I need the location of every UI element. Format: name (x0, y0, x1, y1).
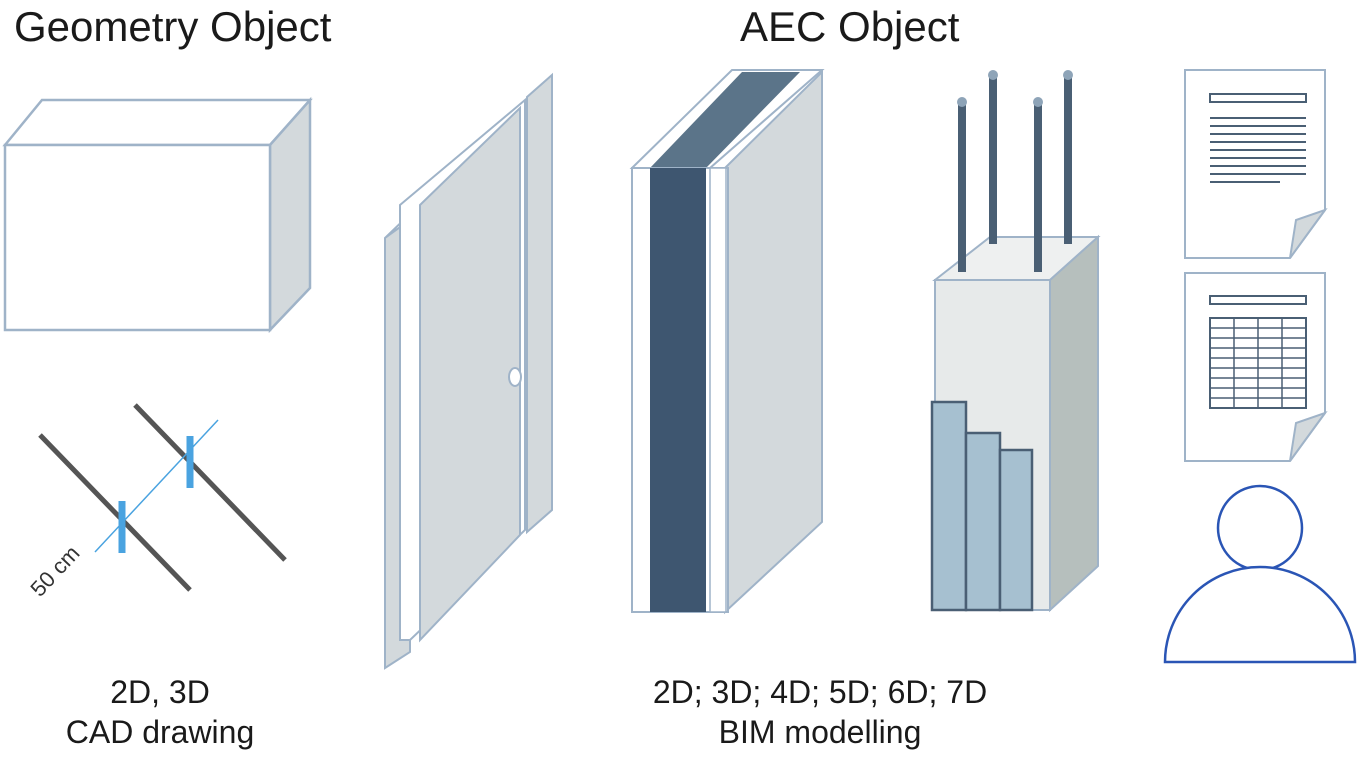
table-document-icon (1184, 272, 1328, 462)
text-document-icon (1184, 69, 1328, 259)
aec-caption-line2: BIM modelling (718, 714, 922, 750)
aec-object-heading: AEC Object (740, 3, 960, 50)
aec-caption: 2D; 3D; 4D; 5D; 6D; 7D BIM modelling (600, 672, 1040, 752)
geometry-object-heading: Geometry Object (14, 3, 332, 50)
geometry-caption-line2: CAD drawing (65, 714, 255, 750)
dimension-drawing-icon: 50 cm (25, 403, 287, 602)
geometry-caption-line1: 2D, 3D (110, 674, 210, 710)
dimension-label: 50 cm (25, 541, 84, 602)
column-chart-icon (930, 70, 1101, 613)
aec-caption-line1: 2D; 3D; 4D; 5D; 6D; 7D (652, 674, 988, 710)
box-icon (2, 96, 313, 334)
geometry-caption: 2D, 3D CAD drawing (40, 672, 280, 752)
person-icon (1163, 484, 1357, 664)
wall-section-icon (629, 69, 825, 615)
door-icon (384, 72, 553, 670)
